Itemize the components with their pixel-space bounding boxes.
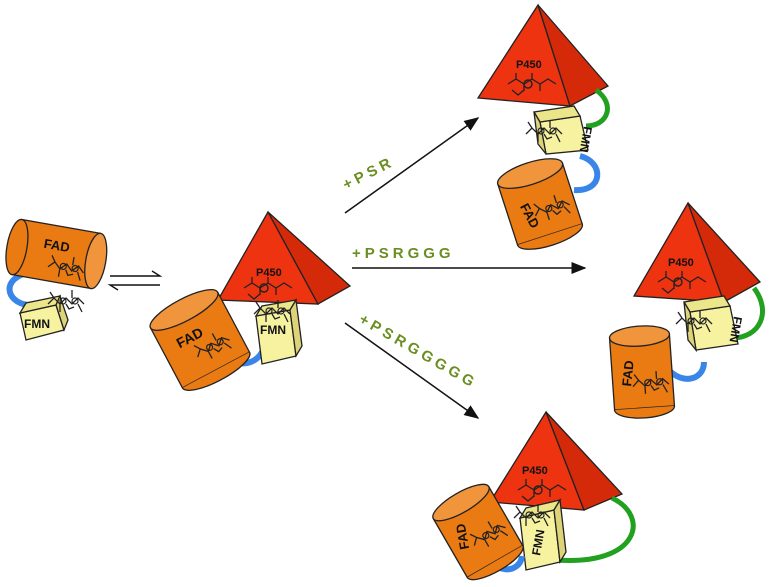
fad-cylinder: FAD xyxy=(5,218,108,290)
fmn-label: FMN xyxy=(260,323,286,337)
fmn-label: FMN xyxy=(529,528,547,556)
arrow-upper xyxy=(344,117,480,214)
fmn-label: FMN xyxy=(577,125,595,153)
state-open: P450 FAD FMN xyxy=(149,210,352,391)
fmn-cube: FMN xyxy=(513,498,567,571)
fmn-cube: FMN xyxy=(18,289,85,341)
p450-pyramid: P450 xyxy=(632,201,762,303)
fmn-cube: FMN xyxy=(525,105,595,155)
fad-label: FAD xyxy=(619,360,637,387)
arrow-label-upper: +PSR xyxy=(340,153,397,193)
fad-cylinder: FAD xyxy=(149,289,251,391)
fmn-label: FMN xyxy=(727,315,745,343)
green-linker xyxy=(731,286,765,341)
state-psr: P450 FMN FAD xyxy=(476,3,610,250)
fad-label: FAD xyxy=(453,523,472,551)
arrow-label-lower: +PSRGGGGG xyxy=(356,311,481,393)
fad-cylinder: FAD xyxy=(608,325,676,419)
green-linker xyxy=(555,495,636,563)
p450-pyramid: P450 xyxy=(216,210,352,305)
fad-cylinder: FAD xyxy=(496,158,584,250)
fad-cylinder: FAD xyxy=(432,483,524,581)
fad-label: FAD xyxy=(43,236,71,255)
p450-label: P450 xyxy=(256,267,282,279)
state-psrggggg: P450 FMN FAD xyxy=(432,410,636,581)
p450-label: P450 xyxy=(668,257,694,269)
p450-pyramid: P450 xyxy=(476,3,610,107)
fmn-label: FMN xyxy=(24,317,50,331)
arrow-lower xyxy=(344,322,480,419)
equilibrium-arrows xyxy=(107,270,163,291)
p450-label: P450 xyxy=(516,59,542,71)
state-closed: FAD FMN xyxy=(5,218,108,341)
p450-pyramid: P450 xyxy=(488,410,624,511)
blue-linker xyxy=(573,153,601,194)
fmn-cube: FMN xyxy=(675,295,745,353)
arrow-label-middle: +PSRGGG xyxy=(352,245,455,262)
p450-label: P450 xyxy=(522,465,548,477)
green-linker xyxy=(585,87,610,129)
fmn-cube: FMN xyxy=(253,298,303,365)
state-psrggg: P450 FMN FAD xyxy=(608,201,765,419)
